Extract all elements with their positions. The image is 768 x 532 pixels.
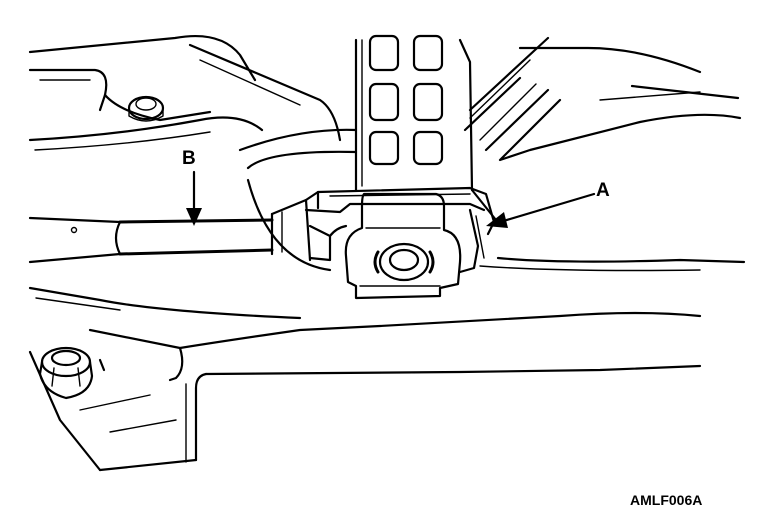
pedal-lever [354, 34, 474, 192]
figure-code: AMLF006A [630, 492, 702, 508]
callout-label-a: A [596, 180, 610, 201]
upper-bolt [127, 95, 165, 122]
upper-body-panel [28, 34, 342, 151]
upper-right-structure [463, 36, 742, 162]
cable-b [28, 198, 312, 264]
connector-bracket-a [304, 186, 496, 274]
connector-latch-button [373, 242, 435, 282]
middle-body-contour [238, 128, 746, 272]
leader-arrow-b [186, 170, 202, 226]
callout-label-b: B [182, 148, 196, 169]
connector-plug [344, 192, 462, 300]
leader-arrow-a [486, 192, 596, 228]
lower-bolt [38, 346, 94, 400]
lower-floor-panel [28, 286, 702, 472]
